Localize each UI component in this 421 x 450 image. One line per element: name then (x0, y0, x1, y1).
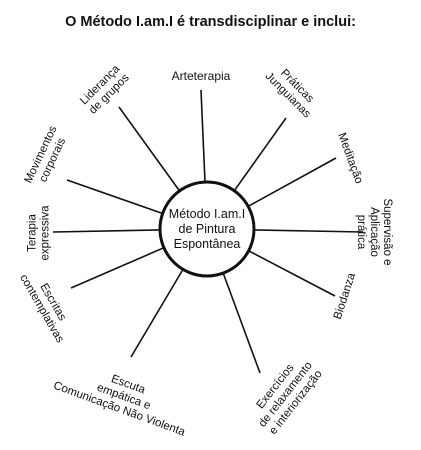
branch-label-line: prática (355, 215, 367, 250)
spoke-biodanza (248, 250, 336, 297)
svg-text:Exercíciosde relaxamentoe inte: Exercíciosde relaxamentoe interiorização (246, 352, 325, 438)
spoke-escuta-empatica (130, 268, 184, 358)
svg-text:Supervisão eAplicaçãoprática: Supervisão eAplicaçãoprática (355, 198, 393, 265)
spoke-supervisao (253, 229, 364, 233)
spoke-terapia-expressiva (52, 229, 161, 233)
branch-label-movimentos-corporais: Movimentoscorporais (22, 124, 71, 191)
branch-label-line: Biodanza (332, 271, 358, 321)
branch-label-line: Arteterapia (172, 69, 231, 83)
svg-text:Terapiaexpressiva: Terapiaexpressiva (27, 205, 52, 261)
center-label-line: Espontânea (174, 237, 241, 251)
branch-label-praticas-junguianas: PráticasJunguianas (263, 61, 322, 120)
center-circle (158, 180, 256, 278)
spoke-escritas-contemplativas (70, 246, 165, 289)
svg-text:Arteterapia: Arteterapia (172, 69, 231, 83)
spoke-praticas-junguianas (233, 117, 287, 192)
branch-label-line: Supervisão e (381, 198, 393, 265)
branch-label-escuta-empatica: Escutaempática eComunicação Não Violenta (52, 355, 196, 439)
svg-text:Biodanza: Biodanza (332, 271, 358, 321)
branch-label-line: Meditação (335, 131, 364, 185)
svg-text:PráticasJunguianas: PráticasJunguianas (263, 61, 322, 120)
branch-label-biodanza: Biodanza (332, 271, 358, 321)
branch-label-exercicios: Exercíciosde relaxamentoe interiorização (246, 352, 325, 438)
center-label-line: de Pintura (179, 222, 236, 236)
branch-label-arteterapia: Arteterapia (172, 69, 231, 83)
svg-text:Meditação: Meditação (335, 131, 364, 185)
spoke-exercicios (222, 272, 261, 374)
branch-label-lideranca-de-grupos: Liderançade grupos (78, 63, 132, 117)
branch-label-terapia-expressiva: Terapiaexpressiva (27, 205, 52, 261)
branch-label-line: Aplicação (368, 207, 380, 257)
svg-text:Movimentoscorporais: Movimentoscorporais (22, 124, 71, 191)
diagram-title: O Método I.am.I é transdisciplinar e inc… (65, 14, 356, 30)
branch-label-meditacao: Meditação (335, 131, 364, 185)
branch-label-escritas-contemplativas: Escritascontemplativas (17, 266, 77, 346)
spoke-movimentos-corporais (66, 179, 163, 215)
svg-text:Liderançade grupos: Liderançade grupos (78, 63, 132, 117)
svg-text:Escutaempática eComunicação Nã: Escutaempática eComunicação Não Violenta (52, 355, 196, 439)
branch-label-line: expressiva (40, 205, 52, 261)
svg-text:Escritascontemplativas: Escritascontemplativas (17, 266, 77, 345)
branch-label-supervisao: Supervisão eAplicaçãoprática (355, 198, 393, 265)
center-label-line: Método I.am.I (169, 207, 245, 221)
spoke-arteterapia (200, 89, 206, 183)
branch-label-line: Terapia (27, 214, 39, 252)
spoke-meditacao (247, 157, 337, 208)
spoke-lideranca-de-grupos (118, 106, 181, 192)
